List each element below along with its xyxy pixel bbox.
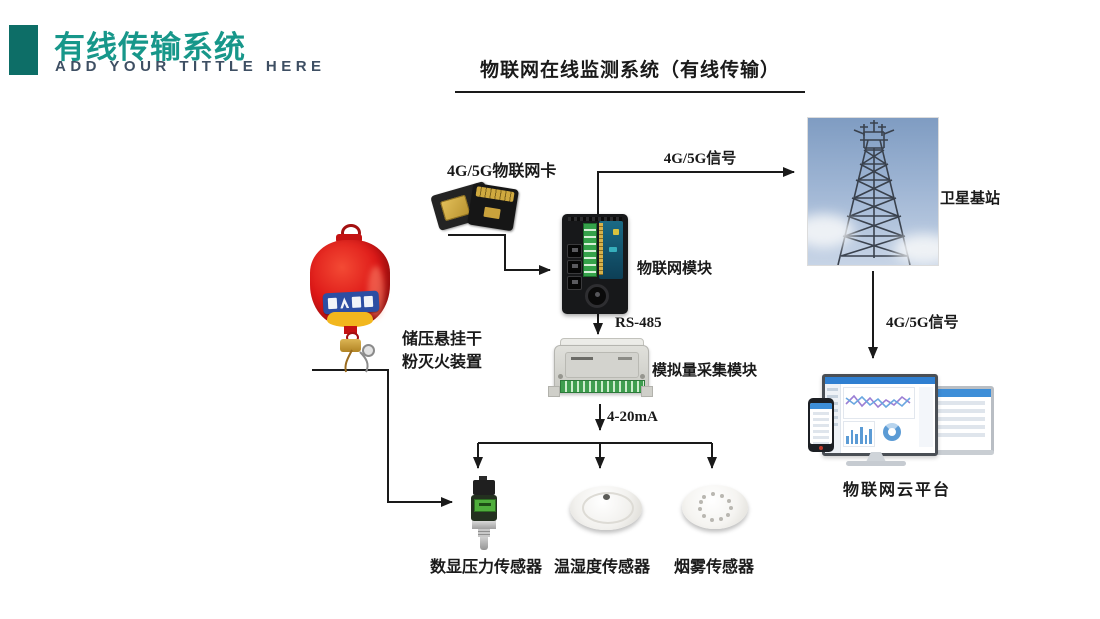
vent-hole (726, 513, 730, 517)
temp-humidity-sensor-label: 温湿度传感器 (553, 559, 650, 576)
detector-body (682, 485, 748, 529)
phone-home-button (819, 446, 823, 450)
pcb-component (613, 229, 619, 235)
diagram-title: 物联网在线监测系统（有线传输） (455, 55, 805, 93)
vent-hole (711, 492, 715, 496)
module-pcb (599, 221, 623, 279)
smartphone (808, 398, 834, 452)
monitor-line-chart (843, 387, 915, 419)
vent-hole (729, 506, 733, 510)
vent-hole (727, 499, 731, 503)
detector-led (603, 494, 610, 500)
smoke-sensor-image (682, 485, 748, 531)
monitor (822, 374, 938, 456)
sensor-cable-gland (479, 476, 487, 481)
tower-label: 卫星基站 (940, 191, 1001, 207)
pcb-gold-edge (599, 223, 603, 275)
cloud-platform-image (800, 372, 996, 474)
iot-module-label: 物联网模块 (637, 261, 713, 277)
header-accent-square (9, 25, 38, 75)
vent-hole (720, 494, 724, 498)
monitor-bar-chart (843, 421, 875, 447)
valve-body (340, 339, 361, 352)
monitor-donut-chart (883, 423, 901, 441)
vent-hole (702, 514, 706, 518)
temp-humidity-sensor-image (570, 486, 642, 534)
pressure-sensor-label: 数显压力传感器 (429, 559, 542, 576)
detector-ring (582, 492, 634, 524)
edge-label-module-to-tower: 4G/5G信号 (663, 151, 737, 167)
analog-terminal-strip (560, 380, 645, 393)
tank-neck (344, 326, 357, 334)
analog-module-image (548, 338, 653, 404)
vent-hole (698, 507, 702, 511)
sensor-probe (480, 537, 488, 550)
sim-card-label: 4G/5G物联网卡 (447, 163, 557, 180)
module-port-2 (567, 260, 582, 274)
slide-title: 有线传输系统 (54, 30, 246, 65)
laptop-base (894, 450, 994, 455)
tower-photo (808, 118, 938, 265)
module-vents (568, 217, 622, 221)
vent-hole (719, 517, 723, 521)
sensor-display (474, 499, 496, 512)
vent-hole (710, 518, 714, 522)
analog-module-body (554, 345, 649, 393)
extinguisher-cap (336, 234, 362, 243)
extinguisher-label-line1: 储压悬挂干 (402, 331, 483, 348)
screw (640, 374, 645, 379)
iot-module-image (562, 214, 628, 314)
extinguisher-label: 储压悬挂干 粉灭火装置 (402, 328, 482, 374)
module-port-1 (567, 244, 582, 258)
monitor-stand (866, 452, 886, 462)
edge-label-tower-to-cloud: 4G/5G信号 (886, 315, 959, 331)
mount-ear (548, 386, 560, 397)
cloud-shape (808, 214, 854, 248)
mount-ear (641, 386, 653, 397)
vent-hole (702, 495, 706, 499)
sensor-thread (478, 529, 490, 537)
module-terminal-block (583, 223, 597, 277)
extinguisher-tank (310, 240, 390, 326)
screw (558, 374, 563, 379)
monitor-titlebar (825, 377, 935, 384)
extinguisher-image (300, 224, 410, 374)
sensor-head (473, 480, 495, 495)
slide-subtitle: ADD YOUR TITTLE HERE (55, 58, 326, 75)
tank-yellow-rim (327, 312, 373, 327)
edge-label-4-20ma: 4-20mA (607, 409, 658, 425)
sim-card-tag (483, 206, 501, 220)
cloud-shape (894, 234, 938, 264)
vent-hole (699, 500, 703, 504)
smoke-sensor-label: 烟雾传感器 (673, 559, 754, 576)
sim-card-contacts (475, 186, 515, 203)
detector-vents (592, 512, 620, 522)
module-antenna-port (585, 284, 609, 308)
monitor-right-panel (919, 387, 933, 447)
valve-hose (344, 349, 369, 373)
analog-module-label: 模拟量采集模块 (652, 363, 758, 379)
pressure-gauge (362, 344, 375, 357)
edge-label-rs485: RS-485 (615, 315, 662, 331)
pcb-component (609, 247, 617, 252)
cloud-platform-label: 物联网云平台 (843, 482, 952, 499)
sim-card-chip (440, 194, 471, 222)
module-port-3 (567, 276, 582, 290)
sim-card-front (466, 182, 520, 232)
monitor-base (846, 461, 906, 466)
sim-card-image (430, 180, 532, 240)
extinguisher-label-line2: 粉灭火装置 (402, 354, 483, 371)
sensor-hex-nut (472, 521, 496, 529)
pressure-sensor-image (466, 476, 504, 550)
brand-label (322, 290, 380, 315)
analog-module-panel (565, 352, 639, 378)
